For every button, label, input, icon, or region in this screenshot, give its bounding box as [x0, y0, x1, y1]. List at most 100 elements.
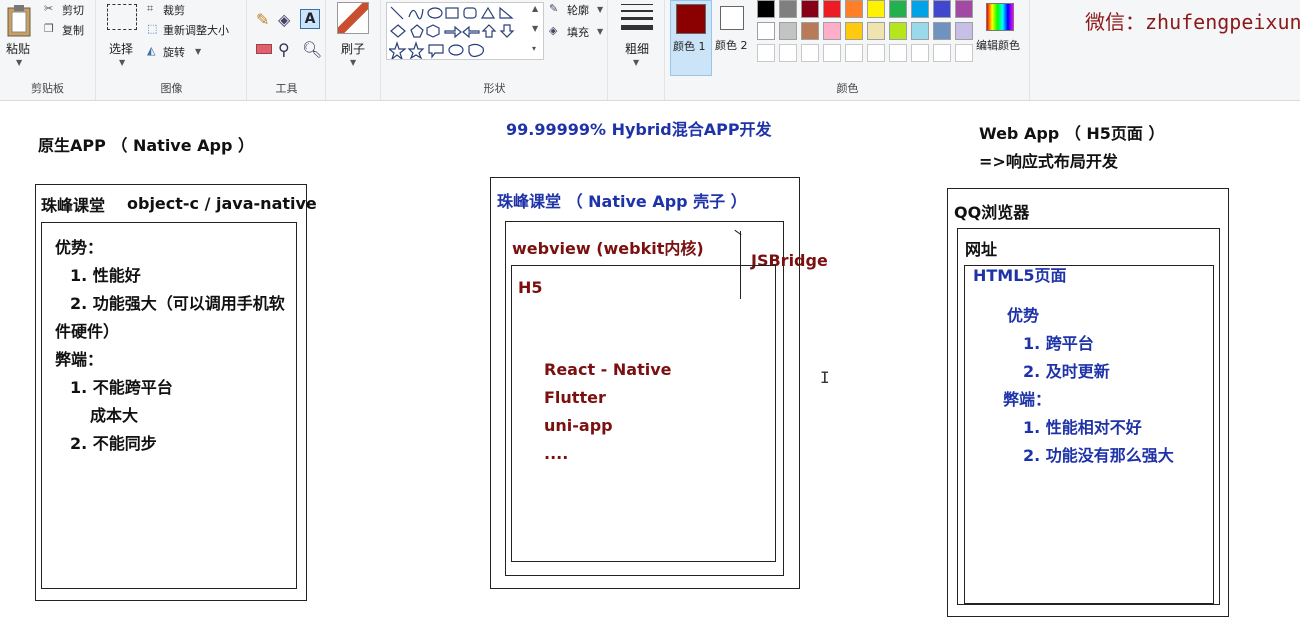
outline-icon: ✎ — [549, 2, 559, 15]
color-swatch[interactable] — [889, 0, 907, 18]
size-button[interactable]: 粗细 ▼ — [619, 2, 655, 72]
copy-button[interactable]: ❐ 复制 — [44, 22, 94, 38]
cut-label: 剪切 — [62, 4, 84, 17]
color-picker-icon[interactable]: ⚲ — [278, 40, 290, 59]
color-swatch[interactable] — [933, 0, 951, 18]
pencil-icon[interactable]: ✎ — [256, 10, 270, 29]
brushes-group: 刷子 ▼ — [327, 0, 381, 100]
chevron-down-icon: ▼ — [195, 47, 202, 56]
h5-label: H5 — [518, 278, 543, 297]
color-swatch[interactable] — [845, 22, 863, 40]
outline-button[interactable]: ✎ 轮廓 ▼ — [549, 2, 607, 18]
crop-label: 裁剪 — [163, 4, 185, 17]
crop-icon: ⌗ — [147, 2, 154, 15]
color-swatch[interactable] — [955, 22, 973, 40]
color-swatch[interactable] — [823, 0, 841, 18]
color-swatch[interactable] — [757, 0, 775, 18]
clipboard-group-label: 剪贴板 — [31, 82, 64, 95]
magnifier-icon[interactable]: 🔍︎ — [302, 40, 323, 59]
fill-bucket-icon[interactable]: ◈ — [278, 10, 291, 29]
webapp-pros-label: 优势 — [1007, 306, 1040, 325]
color-swatch[interactable] — [933, 22, 951, 40]
color2-label: 颜色 2 — [715, 39, 748, 52]
hybrid-outer-box — [490, 177, 800, 589]
hybrid-box-title: 珠峰课堂 （ Native App 壳子 ） — [497, 192, 747, 211]
select-button[interactable]: 选择 ▼ — [103, 2, 143, 72]
color-palette — [756, 0, 976, 66]
color1-label: 颜色 1 — [673, 40, 706, 53]
brush-icon — [337, 2, 369, 34]
shapes-palette-icon — [389, 6, 515, 59]
brushes-button[interactable]: 刷子 ▼ — [333, 2, 375, 72]
color-swatch[interactable] — [757, 22, 775, 40]
color-swatch[interactable] — [801, 44, 819, 62]
color-swatch[interactable] — [889, 22, 907, 40]
colors-group-label: 颜色 — [836, 82, 859, 95]
cut-button[interactable]: ✂ 剪切 — [44, 2, 94, 18]
color-swatch[interactable] — [955, 44, 973, 62]
color-swatch[interactable] — [911, 22, 929, 40]
color-swatch[interactable] — [845, 0, 863, 18]
eraser-icon[interactable] — [256, 44, 272, 54]
outline-label: 轮廓 — [567, 4, 589, 17]
framework-item: uni-app — [544, 416, 613, 435]
webapp-cons-label: 弊端： — [1003, 390, 1052, 409]
native-line: 优势： — [55, 238, 104, 257]
color-swatch[interactable] — [867, 44, 885, 62]
edit-colors-label: 编辑颜色 — [976, 39, 1020, 52]
browser-outer-box — [947, 188, 1229, 617]
browser-address-box — [957, 228, 1220, 605]
gallery-up-icon[interactable]: ▲ — [532, 4, 539, 13]
native-line: 1. 不能跨平台 — [70, 378, 173, 397]
h5-box — [511, 265, 776, 562]
chevron-down-icon: ▼ — [16, 58, 23, 67]
color-swatch[interactable] — [823, 44, 841, 62]
color2-button[interactable]: 颜色 2 — [714, 0, 754, 76]
color-swatch[interactable] — [823, 22, 841, 40]
color-swatch[interactable] — [867, 22, 885, 40]
webapp-pro-item: 2. 及时更新 — [1023, 362, 1110, 381]
color-swatch[interactable] — [845, 44, 863, 62]
color-swatch[interactable] — [933, 44, 951, 62]
shapes-gallery[interactable] — [386, 2, 544, 60]
text-tool-icon[interactable]: A — [300, 9, 320, 29]
color-swatch[interactable] — [801, 0, 819, 18]
color-swatch[interactable] — [779, 22, 797, 40]
color1-button[interactable]: 颜色 1 — [670, 0, 712, 76]
rotate-label: 旋转 — [163, 46, 185, 59]
tools-group: ✎ ◈ A ⚲ 🔍︎ 工具 — [248, 0, 326, 100]
watermark: 微信：zhufengpeixunj — [1085, 10, 1300, 34]
browser-title: QQ浏览器 — [954, 203, 1030, 222]
resize-button[interactable]: ⬚ 重新调整大小 — [147, 22, 245, 38]
select-rect-icon — [107, 4, 137, 30]
framework-item: .... — [544, 444, 569, 463]
color-swatch[interactable] — [889, 44, 907, 62]
size-label: 粗细 — [625, 42, 650, 56]
color-swatch[interactable] — [779, 44, 797, 62]
gallery-expand-icon[interactable]: ▾ — [532, 44, 537, 53]
brush-label: 刷子 — [341, 42, 366, 56]
color-swatch[interactable] — [911, 44, 929, 62]
gallery-down-icon[interactable]: ▼ — [532, 24, 539, 33]
resize-label: 重新调整大小 — [163, 24, 229, 37]
crop-button[interactable]: ⌗ 裁剪 — [147, 2, 237, 18]
copy-label: 复制 — [62, 24, 84, 37]
fill-button[interactable]: ◈ 填充 ▼ — [549, 24, 607, 40]
line-weight-icon — [621, 4, 653, 30]
color-swatch[interactable] — [955, 0, 973, 18]
color-swatch[interactable] — [757, 44, 775, 62]
color-swatch[interactable] — [801, 22, 819, 40]
resize-icon: ⬚ — [147, 22, 158, 35]
fill-label: 填充 — [567, 26, 589, 39]
paste-button[interactable]: 粘贴 ▼ — [2, 2, 36, 72]
color-swatch[interactable] — [779, 0, 797, 18]
native-outer-box — [35, 184, 307, 601]
color-swatch[interactable] — [867, 0, 885, 18]
rotate-icon: ◭ — [147, 44, 156, 57]
chevron-down-icon: ▼ — [119, 58, 126, 67]
rotate-button[interactable]: ◭ 旋转 ▼ — [147, 44, 237, 60]
color-swatch[interactable] — [911, 0, 929, 18]
color-wheel-icon — [986, 3, 1014, 31]
edit-colors-button[interactable]: 编辑颜色 — [976, 0, 1028, 76]
browser-address-label: 网址 — [965, 240, 998, 259]
